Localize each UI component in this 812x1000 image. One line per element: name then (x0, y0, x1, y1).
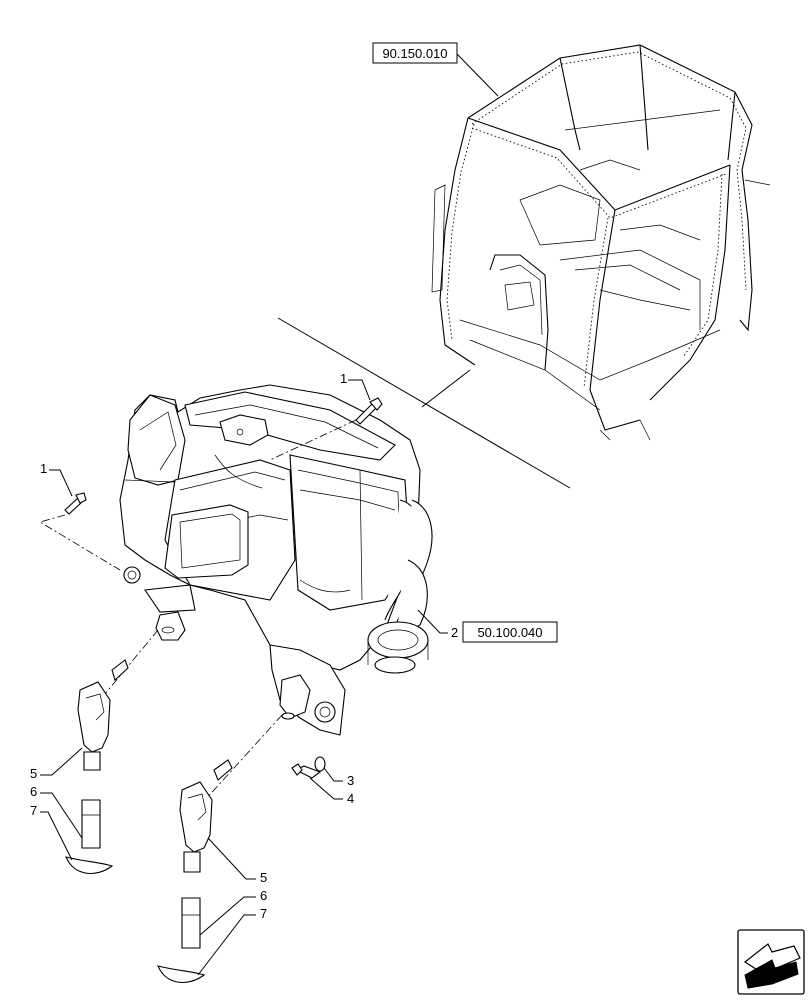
callout-7-left: 7 (30, 803, 37, 818)
cab-frame-illustration (431, 44, 771, 441)
drain-valve-right (179, 759, 233, 949)
callout-1-left: 1 (40, 461, 47, 476)
bolt-part-1-upper (355, 397, 383, 425)
bolt-part-4 (291, 763, 322, 779)
callouts: 1 1 2 3 4 5 6 7 5 6 7 (30, 371, 458, 976)
callout-1-upper: 1 (340, 371, 347, 386)
washer-part-3 (314, 756, 326, 772)
reference-code-cab-frame: 90.150.010 (382, 46, 447, 61)
clamp-right (157, 965, 206, 983)
callout-5-left: 5 (30, 766, 37, 781)
heater-unit-illustration (119, 384, 433, 736)
callout-5-right: 5 (260, 870, 267, 885)
bolt-part-1-left (64, 492, 87, 515)
reference-box-heater-unit[interactable]: 50.100.040 (462, 621, 558, 643)
next-page-arrow-icon[interactable] (737, 929, 805, 995)
callout-7-right: 7 (260, 906, 267, 921)
callout-6-right: 6 (260, 888, 267, 903)
callout-3: 3 (347, 773, 354, 788)
reference-box-cab-frame[interactable]: 90.150.010 (372, 42, 458, 64)
assembly-lines (38, 419, 357, 801)
reference-code-heater-unit: 50.100.040 (477, 625, 542, 640)
callout-6-left: 6 (30, 784, 37, 799)
callout-2: 2 (451, 625, 458, 640)
clamp-left (65, 856, 114, 874)
section-divider (277, 317, 571, 489)
callout-4: 4 (347, 791, 354, 806)
drain-valve-left (77, 659, 129, 849)
